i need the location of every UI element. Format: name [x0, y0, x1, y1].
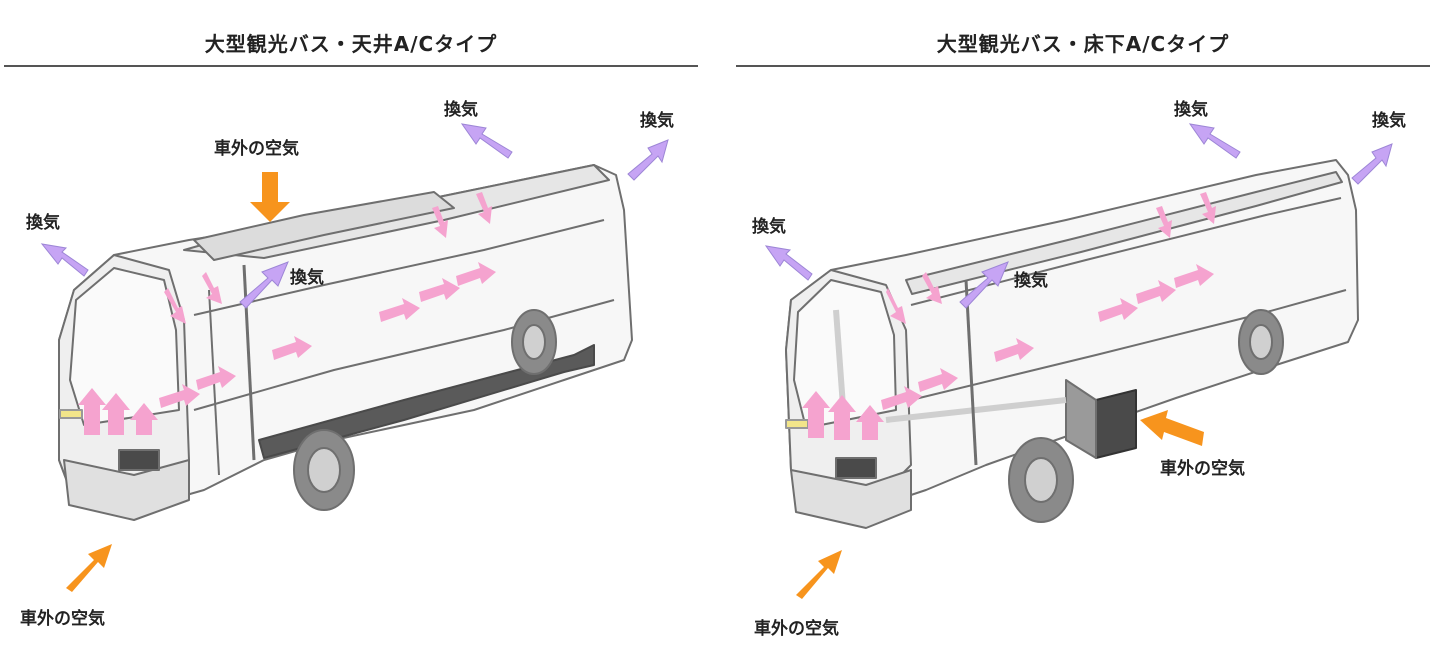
label-exhaust-roof-top: 換気	[1174, 100, 1208, 120]
bus-diagram-underfloor-ac	[764, 123, 1393, 599]
outside-air-arrow-front	[66, 544, 112, 592]
exhaust-arrow-rear	[1351, 143, 1393, 185]
internal-airflow-arrows	[802, 192, 1216, 440]
bus-illustration	[58, 164, 633, 521]
title-divider	[736, 65, 1430, 67]
exhaust-arrow-roof-top	[1188, 123, 1241, 159]
bus-illustration	[785, 159, 1359, 529]
exhaust-arrow-rear	[627, 139, 669, 181]
label-exhaust-left: 換気	[26, 213, 60, 233]
internal-airflow-arrows	[78, 192, 496, 435]
panel-underfloor-ac: 大型観光バス・床下A/Cタイプ	[736, 0, 1430, 661]
outside-air-arrow-side	[1140, 410, 1204, 446]
label-outside-air-front: 車外の空気	[754, 619, 839, 639]
outside-air-arrow-front	[796, 550, 842, 599]
title-divider	[4, 65, 698, 67]
label-exhaust-roof-mid: 換気	[290, 268, 324, 288]
exhaust-arrow-left	[764, 245, 813, 281]
label-exhaust-rear: 換気	[640, 111, 674, 131]
label-exhaust-roof-top: 換気	[444, 100, 478, 120]
outside-air-arrow-roof	[250, 172, 290, 222]
bus-diagram-roof-ac	[40, 123, 669, 592]
exhaust-arrow-roof-mid	[959, 261, 1009, 309]
label-outside-air-front: 車外の空気	[20, 609, 105, 629]
label-exhaust-roof-mid: 換気	[1014, 271, 1048, 291]
exhaust-arrow-roof-mid	[239, 261, 289, 309]
label-outside-air-roof: 車外の空気	[214, 139, 299, 159]
label-exhaust-rear: 換気	[1372, 111, 1406, 131]
panel-title: 大型観光バス・天井A/Cタイプ	[204, 32, 498, 56]
panel-roof-ac: 大型観光バス・天井A/Cタイプ	[4, 0, 698, 661]
exhaust-arrow-left	[40, 243, 89, 277]
label-outside-air-side: 車外の空気	[1160, 459, 1245, 479]
exhaust-arrow-roof-top	[460, 123, 513, 159]
panel-title: 大型観光バス・床下A/Cタイプ	[936, 32, 1230, 56]
label-exhaust-left: 換気	[752, 217, 786, 237]
